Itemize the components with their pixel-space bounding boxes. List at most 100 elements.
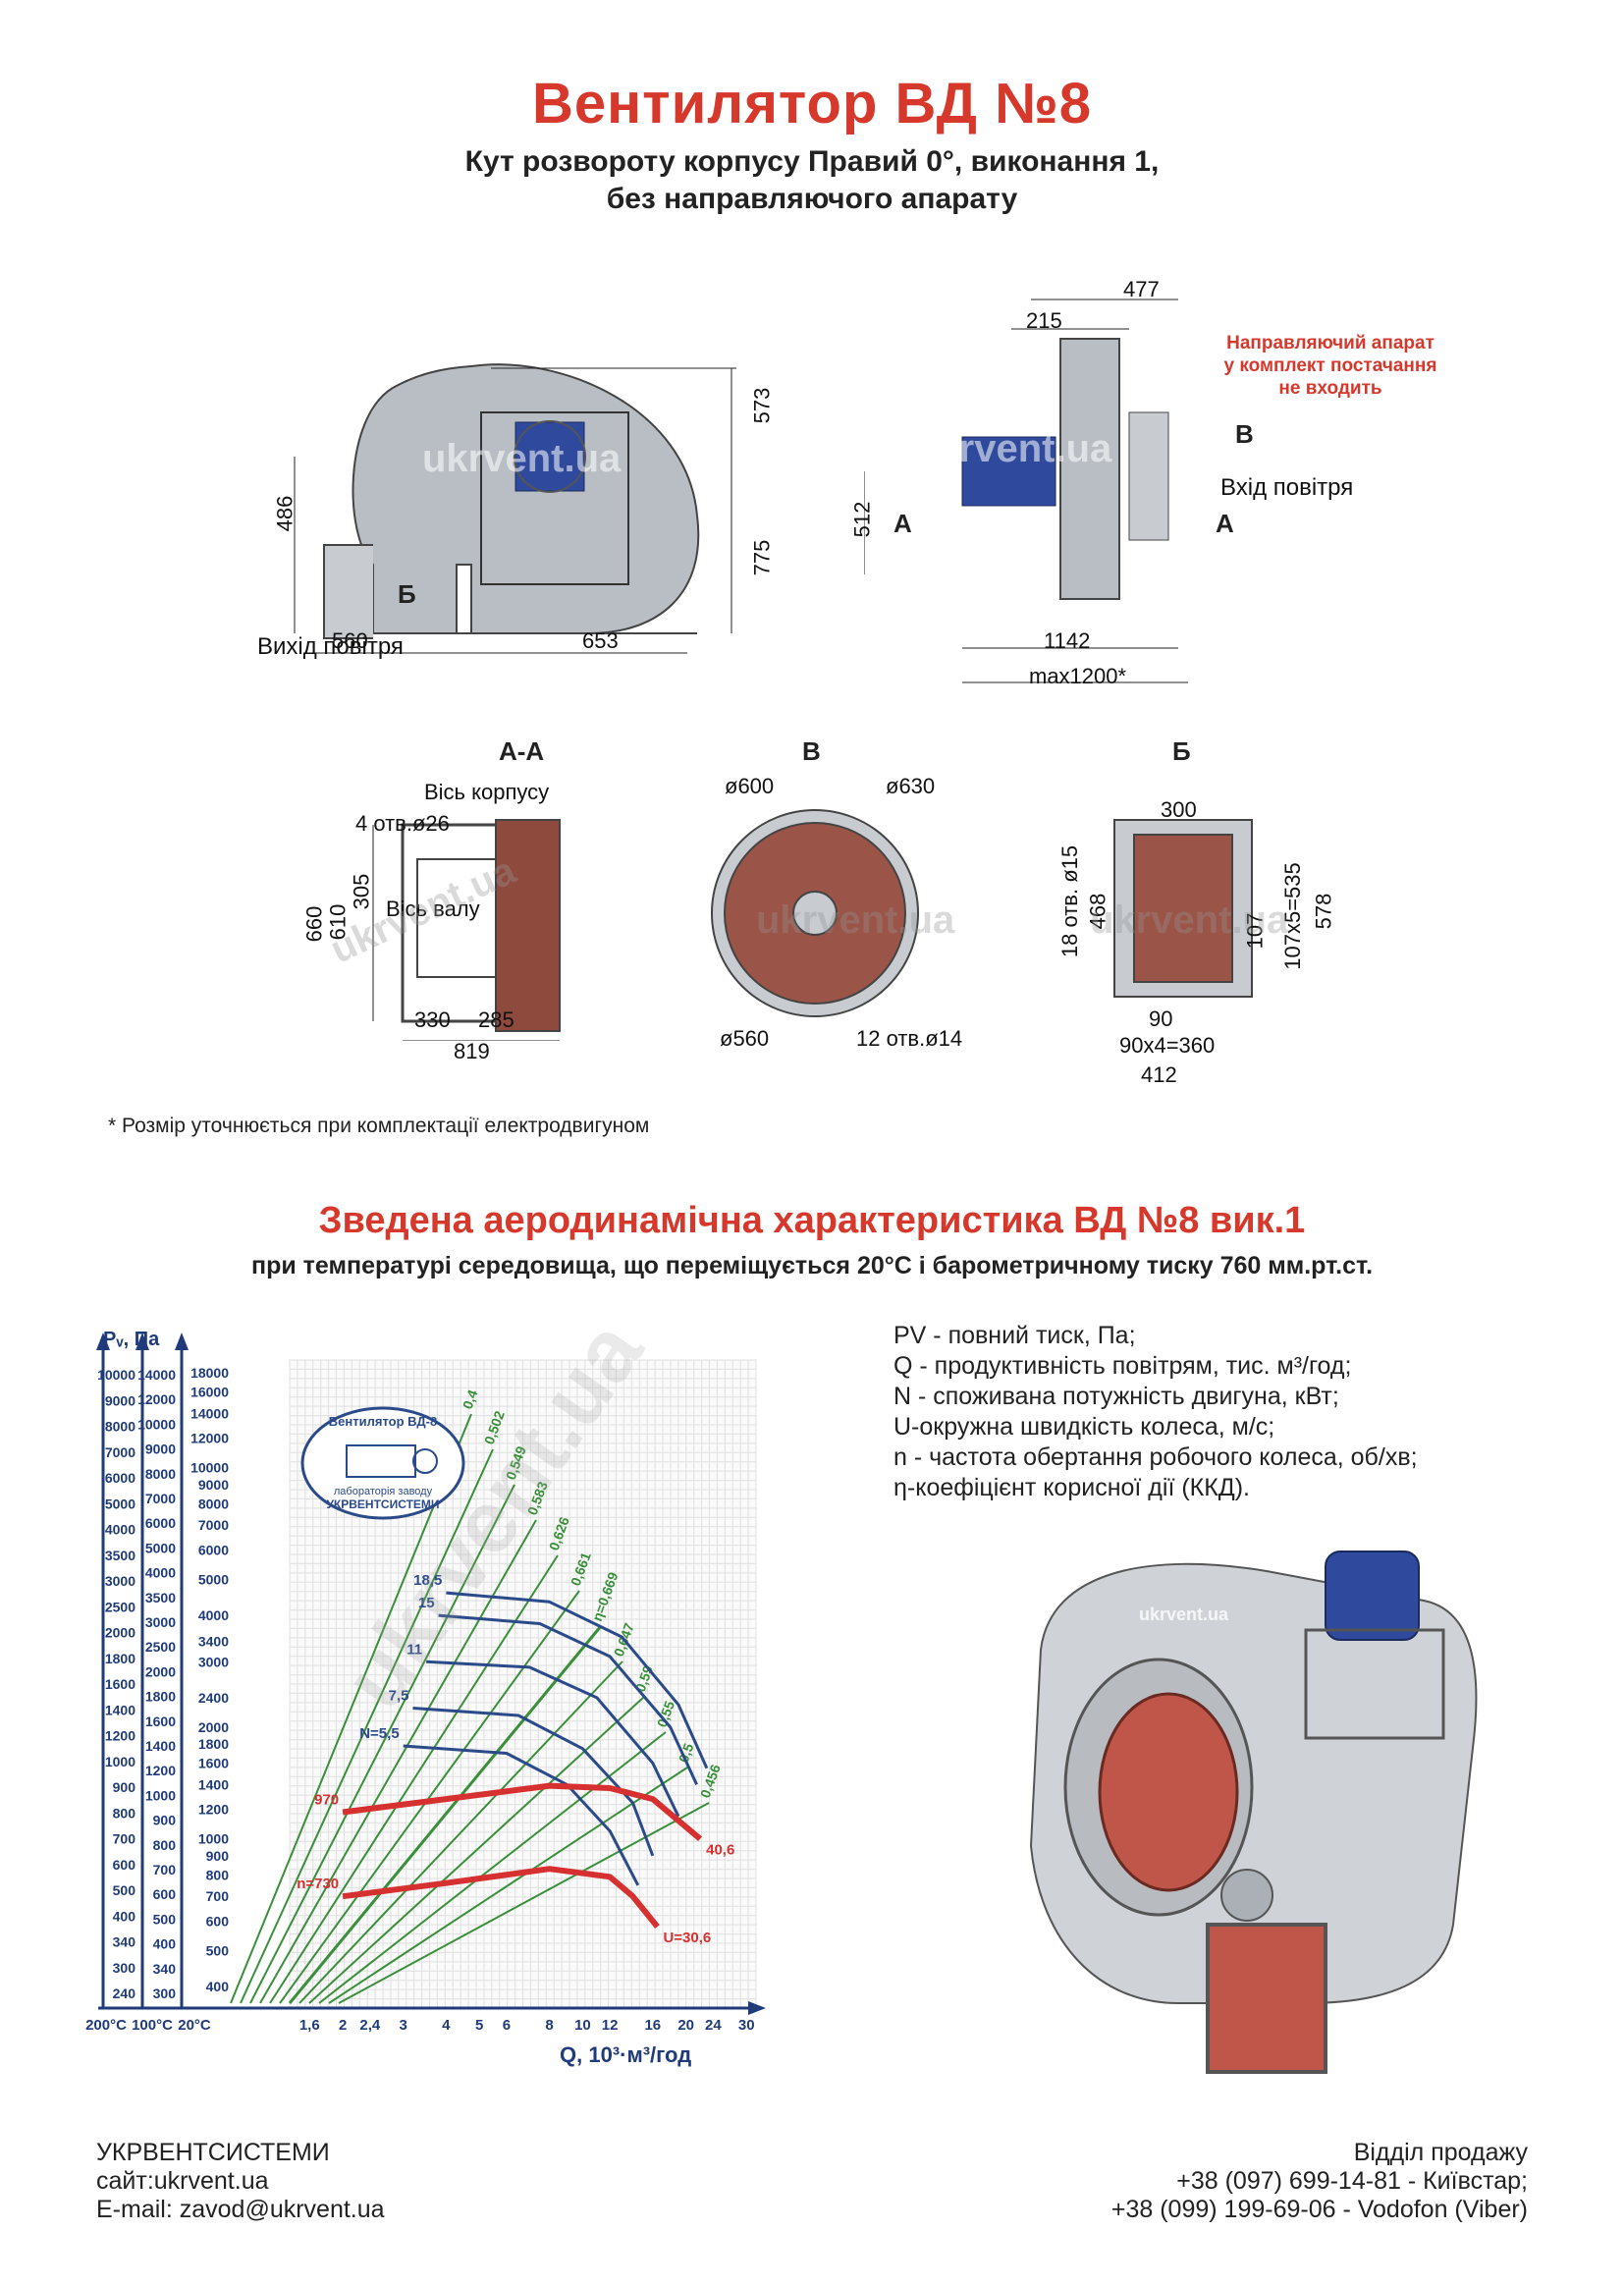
power-curve: [446, 1591, 709, 1769]
dim-578: 578: [1311, 893, 1336, 930]
y-tick-label-200c: 1800: [105, 1651, 135, 1666]
y-tick-label-20c: 2000: [198, 1719, 229, 1735]
stamp-text-3: УКРВЕНТСИСТЕМИ: [326, 1497, 439, 1511]
y-tick-label-20c: 3400: [198, 1634, 229, 1650]
x-tick-label: 2: [339, 2017, 347, 2034]
y-tick-label-100c: 1800: [145, 1689, 176, 1705]
footer-sales-title: Відділ продажу: [1353, 2139, 1528, 2166]
fan-watermark: ukrvent.ua: [1139, 1605, 1229, 1624]
y-tick-label-200c: 4000: [105, 1522, 135, 1538]
y-tick-label-200c: 300: [113, 1960, 136, 1976]
y-tick-label-20c: 1600: [198, 1755, 229, 1770]
y-tick-label-100c: 7000: [145, 1491, 176, 1506]
legend-u: U-окружна швидкість колеса, м/с;: [893, 1413, 1275, 1441]
side-view-drawing: [863, 280, 1218, 692]
fan-illustration: ukrvent.ua: [1011, 1512, 1522, 2101]
page-title: Вентилятор ВД №8: [531, 72, 1092, 136]
y-tick-label-20c: 600: [206, 1914, 230, 1930]
efficiency-line: [328, 1767, 688, 2004]
y-tick-label-20c: 16000: [190, 1384, 229, 1399]
y-tick-label-100c: 3500: [145, 1590, 176, 1605]
efficiency-line: [288, 1625, 603, 2004]
y-tick-label-200c: 7000: [105, 1444, 135, 1460]
legend-n: N - споживана потужність двигуна, кВт;: [893, 1383, 1339, 1410]
footer-phone-1[interactable]: +38 (097) 699-14-81 - Київстар;: [1176, 2167, 1528, 2195]
footer-site[interactable]: сайт:ukrvent.ua: [96, 2167, 269, 2195]
view-v-svg: [711, 809, 919, 1017]
y-tick-label-200c: 5000: [105, 1496, 135, 1511]
y-tick-label-200c: 3000: [105, 1573, 135, 1589]
power-curve: [438, 1613, 698, 1786]
x-tick-label: 16: [644, 2017, 661, 2034]
y-tick-label-20c: 1400: [198, 1776, 229, 1792]
holes-label-aa: 4 отв.ø26: [355, 811, 450, 836]
footer-phone-2[interactable]: +38 (099) 199-69-06 - Vodofon (Viber): [1110, 2196, 1528, 2223]
y-tick-label-200c: 900: [113, 1779, 136, 1795]
dim-486: 486: [272, 495, 298, 532]
section-b-drawing: [1110, 815, 1257, 1002]
y-tick-label-100c: 2500: [145, 1639, 176, 1655]
y-tick-label-20c: 400: [206, 1979, 230, 1994]
y-tick-label-100c: 10000: [137, 1416, 176, 1432]
legend-n-rpm: n - частота обертання робочого колеса, о…: [893, 1443, 1418, 1471]
housing-section: [495, 819, 561, 1032]
x-tick-label: 10: [574, 2017, 591, 2034]
subtitle-line-1: Кут розвороту корпусу Правий 0°, виконан…: [464, 145, 1160, 178]
y-tick-label-20c: 14000: [190, 1405, 229, 1421]
y-tick-label-200c: 400: [113, 1908, 136, 1924]
x-tick-label: 8: [545, 2017, 553, 2034]
dim-560: 560: [332, 628, 368, 653]
y-tick-label-200c: 1200: [105, 1728, 135, 1744]
section-aa-title: А-А: [499, 736, 545, 766]
legend-pv: PV - повний тиск, Па;: [893, 1322, 1136, 1349]
power-curve-label: 7,5: [389, 1688, 409, 1705]
inlet-flange-side: [1128, 411, 1169, 541]
x-temp-label: 200°С: [85, 2017, 127, 2034]
y-tick-label-200c: 500: [113, 1882, 136, 1898]
dim-285: 285: [478, 1007, 514, 1032]
dim-1142: 1142: [1044, 628, 1091, 653]
efficiency-line: [308, 1696, 645, 2004]
y-tick-label-20c: 500: [206, 1942, 230, 1958]
efficiency-line: [259, 1519, 537, 2004]
x-axis-arrow: [748, 2001, 766, 2015]
y-tick-label-100c: 900: [153, 1813, 177, 1828]
legend-q: Q - продуктивність повітрям, тис. м³/год…: [893, 1352, 1352, 1380]
efficiency-line: [269, 1554, 559, 2004]
y-axis-title: Pᵥ, Па: [103, 1329, 160, 1350]
motor-frame: [480, 411, 629, 585]
speed-curve-label-end: U=30,6: [663, 1930, 711, 1946]
y-tick-label-100c: 800: [153, 1837, 177, 1853]
watermark-b: ukrvent.ua: [1090, 898, 1289, 942]
y-tick-label-20c: 6000: [198, 1542, 229, 1557]
chart-labels: 1800016000140001200010000900080007000600…: [85, 1329, 754, 2067]
y-tick-label-100c: 700: [153, 1862, 177, 1877]
y-tick-label-100c: 4000: [145, 1565, 176, 1581]
y-tick-label-200c: 1600: [105, 1676, 135, 1692]
y-axis-arrow-1: [135, 1333, 149, 1350]
fan-outlet: [1206, 1923, 1327, 2074]
fan-inspection-hatch: [1220, 1869, 1273, 1922]
efficiency-line: [338, 1802, 710, 2004]
dim-573: 573: [749, 387, 775, 424]
x-tick-label: 2,4: [359, 2017, 381, 2034]
y-tick-label-200c: 340: [113, 1934, 136, 1950]
y-tick-label-20c: 12000: [190, 1431, 229, 1446]
footer-email[interactable]: E-mail: zavod@ukrvent.ua: [96, 2196, 385, 2223]
y-tick-label-100c: 2000: [145, 1663, 176, 1679]
y-tick-label-100c: 1600: [145, 1714, 176, 1729]
speed-curve-label-end: 40,6: [706, 1842, 734, 1859]
footer-company: УКРВЕНТСИСТЕМИ: [96, 2139, 330, 2166]
outlet-label: Вихід повітря: [257, 633, 404, 660]
y-tick-label-200c: 700: [113, 1831, 136, 1847]
y-tick-label-20c: 1000: [198, 1831, 229, 1847]
x-tick-label: 1,6: [299, 2017, 320, 2034]
y-tick-label-100c: 500: [153, 1911, 177, 1927]
y-tick-label-100c: 8000: [145, 1466, 176, 1482]
y-tick-label-20c: 9000: [198, 1477, 229, 1493]
efficiency-label: 0,4: [460, 1387, 481, 1411]
lab-stamp: Вентилятор ВД-8 лабораторія заводу УКРВЕ…: [299, 1404, 466, 1522]
dim-775: 775: [749, 539, 775, 576]
y-tick-label-200c: 2500: [105, 1599, 135, 1614]
y-tick-label-100c: 3000: [145, 1614, 176, 1630]
